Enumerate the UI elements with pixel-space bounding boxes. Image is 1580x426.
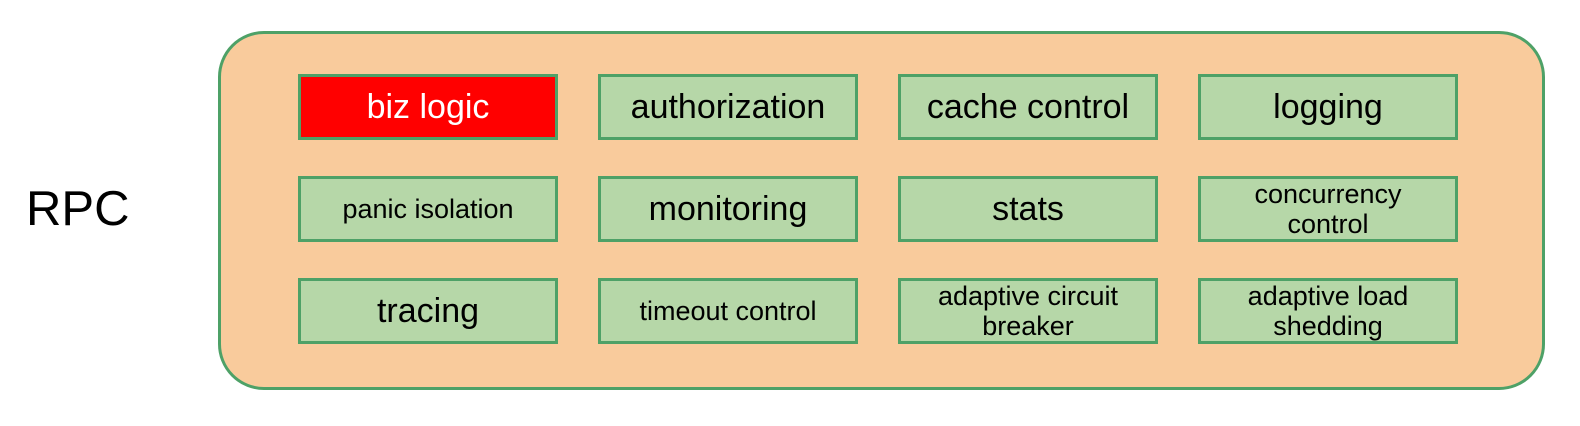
rpc-container: biz logic authorization cache control lo… xyxy=(218,31,1545,390)
cell-cache-control: cache control xyxy=(898,74,1158,140)
rpc-label: RPC xyxy=(26,182,130,236)
cell-authorization: authorization xyxy=(598,74,858,140)
cell-monitoring: monitoring xyxy=(598,176,858,242)
cell-adaptive-load-shedding: adaptive load shedding xyxy=(1198,278,1458,344)
cell-biz-logic: biz logic xyxy=(298,74,558,140)
cell-timeout-control: timeout control xyxy=(598,278,858,344)
cell-adaptive-circuit-breaker: adaptive circuit breaker xyxy=(898,278,1158,344)
cell-panic-isolation: panic isolation xyxy=(298,176,558,242)
cell-concurrency-control: concurrency control xyxy=(1198,176,1458,242)
cell-stats: stats xyxy=(898,176,1158,242)
cell-logging: logging xyxy=(1198,74,1458,140)
cell-tracing: tracing xyxy=(298,278,558,344)
feature-grid: biz logic authorization cache control lo… xyxy=(298,74,1458,344)
